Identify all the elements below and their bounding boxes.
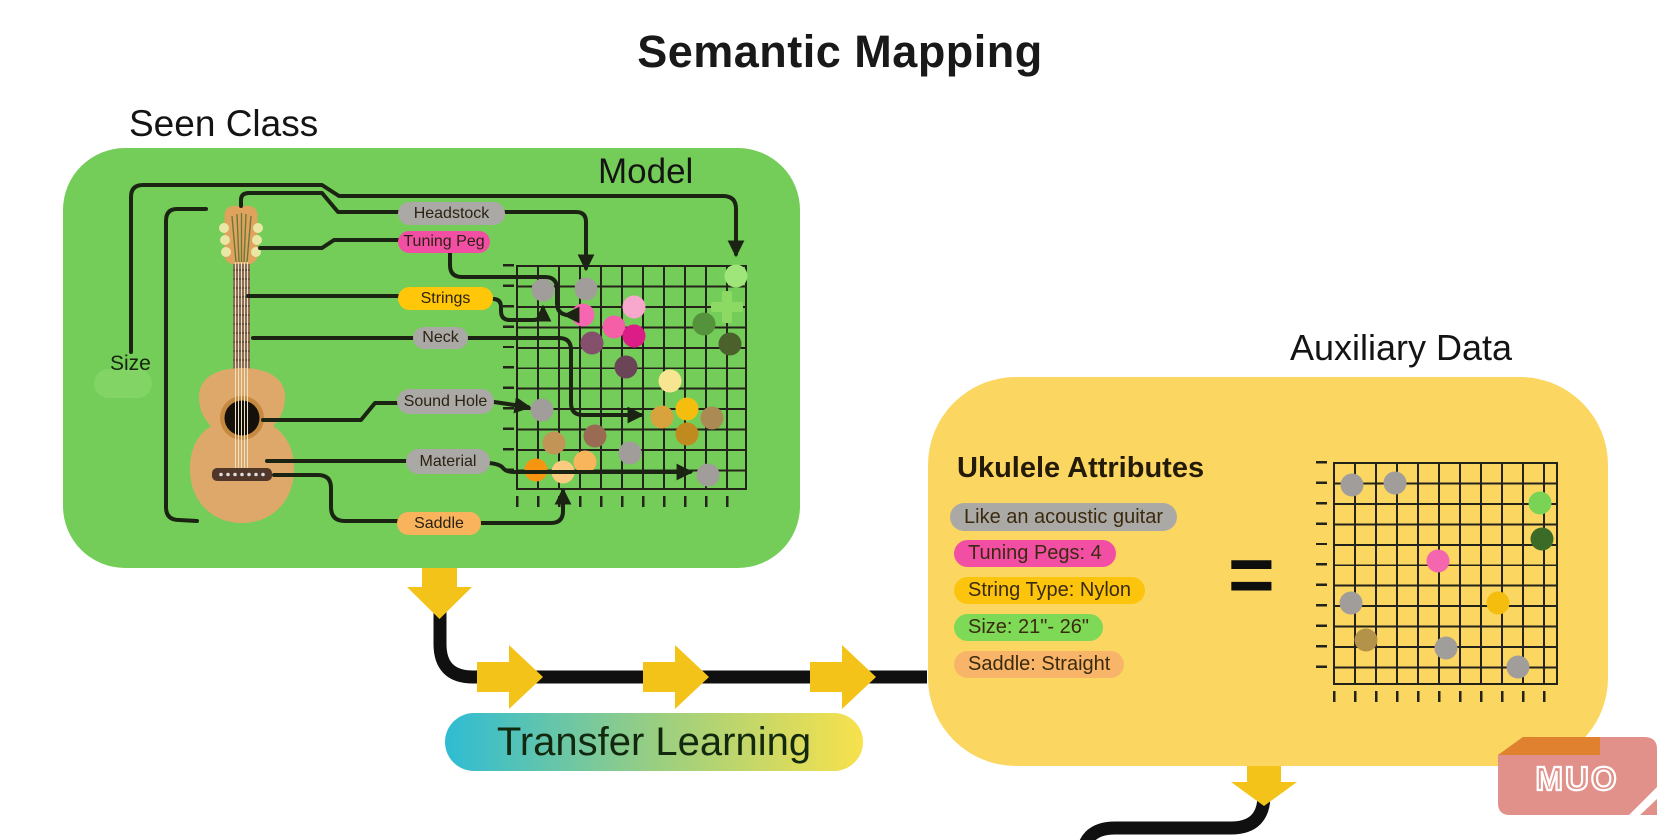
aux-dot	[1426, 549, 1450, 573]
label-saddle: Saddle	[397, 512, 481, 535]
label-material: Material	[406, 449, 490, 474]
aux-dot	[1340, 473, 1364, 497]
aux-dot	[1528, 491, 1552, 515]
label-neck: Neck	[413, 327, 468, 349]
model-dot	[658, 369, 682, 393]
attr-tuning-pegs: Tuning Pegs: 4	[954, 540, 1116, 567]
label-strings: Strings	[398, 287, 493, 310]
label-sound-hole: Sound Hole	[397, 389, 494, 414]
aux-dot	[1506, 655, 1530, 679]
aux-dot	[1486, 591, 1510, 615]
model-dot	[583, 424, 607, 448]
transfer-learning-banner: Transfer Learning	[445, 713, 863, 771]
transfer-learning-label: Transfer Learning	[496, 719, 812, 764]
size-label: Size	[110, 352, 151, 375]
seen-class-heading: Seen Class	[129, 103, 319, 144]
attr-saddle: Saddle: Straight	[954, 651, 1125, 678]
label-tuning-peg: Tuning Peg	[398, 231, 490, 253]
model-dot	[675, 422, 699, 446]
aux-dot	[1339, 591, 1363, 615]
page-title: Semantic Mapping	[637, 26, 1043, 77]
auxiliary-grid-bottom-ticks	[1333, 691, 1558, 702]
size-highlight	[94, 369, 152, 398]
equals-sign: =	[1228, 530, 1275, 619]
model-dot	[542, 431, 566, 455]
model-dot	[700, 406, 724, 430]
model-dot	[650, 405, 674, 429]
model-dot	[696, 463, 720, 487]
model-dot	[618, 441, 642, 465]
attr-string-type: String Type: Nylon	[954, 577, 1146, 604]
ukulele-attributes-heading: Ukulele Attributes	[957, 452, 1205, 484]
aux-dot	[1530, 527, 1554, 551]
attr-like-acoustic-guitar: Like an acoustic guitar	[950, 503, 1178, 531]
aux-dot	[1354, 628, 1378, 652]
label-headstock: Headstock	[398, 202, 505, 225]
attr-size: Size: 21"- 26"	[954, 614, 1103, 641]
model-heading: Model	[598, 152, 694, 191]
model-grid-bottom-ticks	[516, 496, 747, 507]
aux-dot	[1383, 471, 1407, 495]
model-dot	[675, 397, 699, 421]
auxiliary-grid-left-ticks	[1316, 461, 1327, 685]
auxiliary-data-heading: Auxiliary Data	[1290, 327, 1513, 368]
aux-dot	[1434, 636, 1458, 660]
